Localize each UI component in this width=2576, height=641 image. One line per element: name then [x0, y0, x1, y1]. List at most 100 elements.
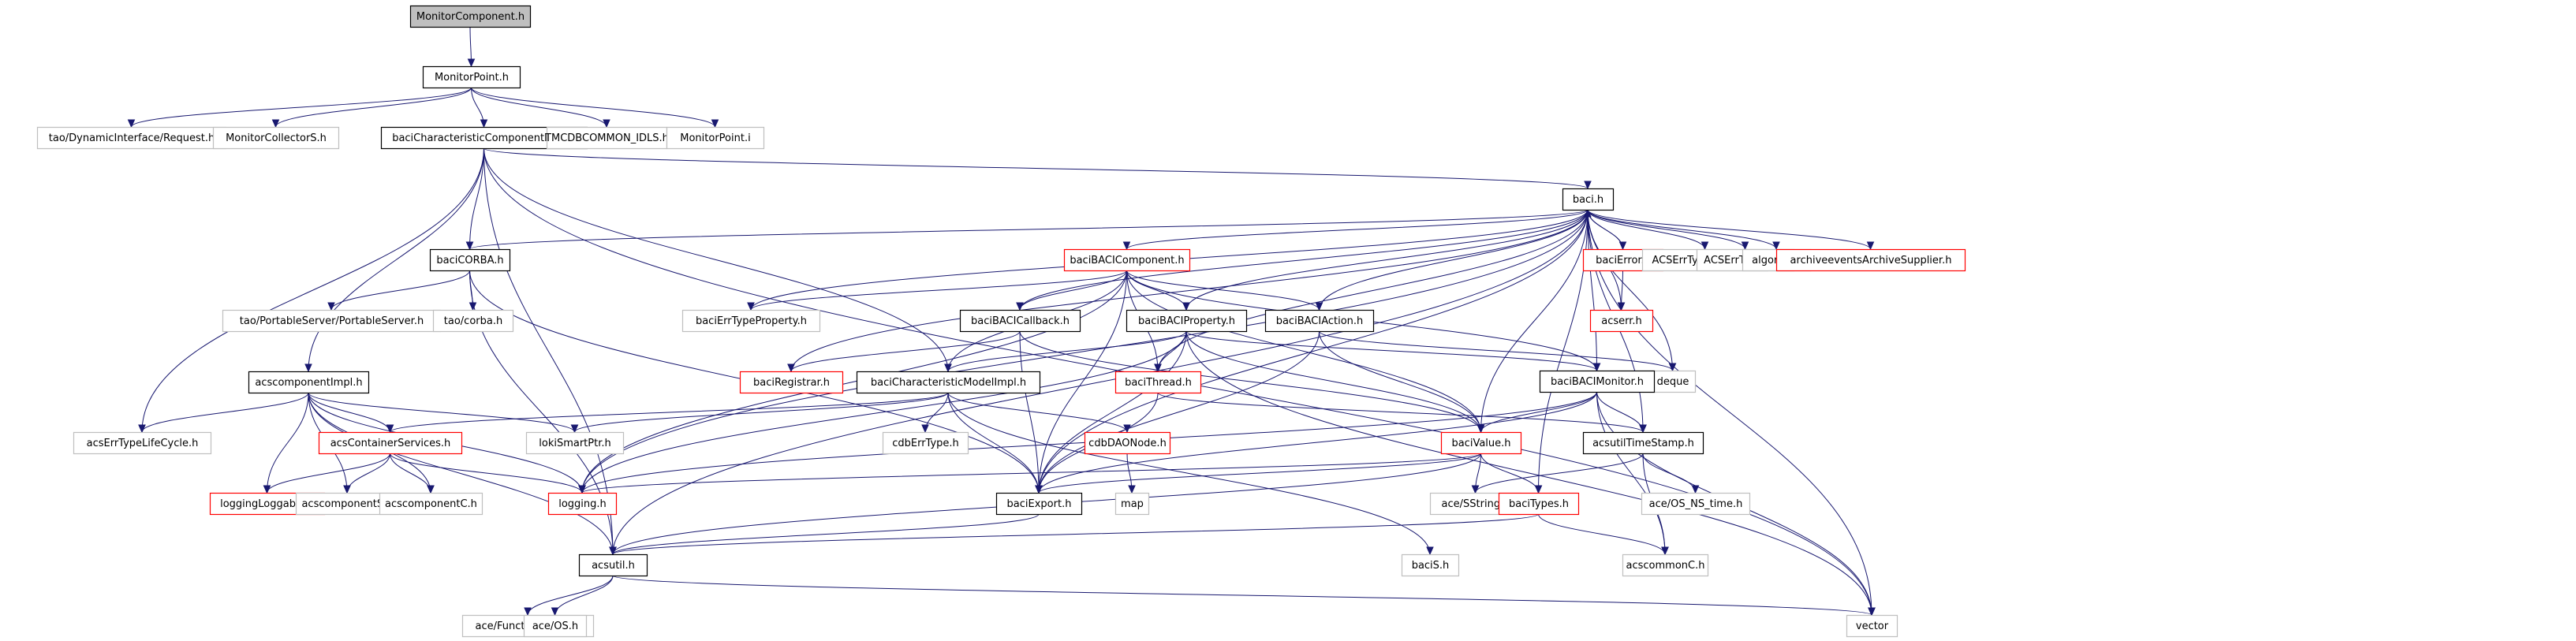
arrowhead-icon — [1035, 485, 1043, 494]
edge-acsutil-time-stamp-to-ace-sstring — [1475, 453, 1644, 494]
node-label: baciS.h — [1412, 560, 1450, 572]
node-acsutil-time-stamp[interactable]: acsutilTimeStamp.h — [1582, 431, 1704, 455]
node-box — [523, 614, 588, 638]
arrowhead-icon — [944, 363, 952, 373]
node-acs-container-services[interactable]: acsContainerServices.h — [318, 431, 463, 455]
edge-baci-char-comp-impl-to-acsutil — [483, 147, 614, 555]
arrowhead-icon — [1534, 485, 1543, 494]
edge-baci-value-to-logging — [581, 453, 1481, 494]
edge-baci-to-deque — [1587, 209, 1673, 371]
arrowhead-icon — [469, 302, 477, 311]
node-baci-bacimonitor[interactable]: baciBACIMonitor.h — [1539, 370, 1656, 393]
edge-baci-char-comp-impl-to-acs-err-type-life-cycle — [141, 147, 484, 433]
arrowhead-icon — [1182, 302, 1190, 311]
node-box — [666, 126, 765, 150]
arrowhead-icon — [465, 241, 474, 251]
edge-baci-to-acsutil — [612, 209, 1589, 555]
node-baci-registrar[interactable]: baciRegistrar.h — [739, 371, 844, 394]
node-label: acserr.h — [1601, 315, 1642, 327]
node-baci-bacicomponent[interactable]: baciBACIComponent.h — [1063, 248, 1191, 272]
edge-baci-bacicallback-to-baci-export — [1019, 330, 1040, 494]
edge-baci-to-baci-bacicallback — [1019, 209, 1589, 311]
node-monitor-component[interactable]: MonitorComponent.h — [409, 5, 532, 28]
arrowhead-icon — [570, 424, 579, 434]
arrowhead-icon — [127, 119, 136, 129]
edge-baci-types-to-acscommon-c — [1538, 513, 1666, 555]
edge-baci-baciproperty-to-vector — [1185, 330, 1872, 616]
node-label: acscomponentC.h — [385, 498, 477, 510]
node-box — [1063, 248, 1191, 272]
node-box — [1622, 553, 1709, 577]
node-acsutil[interactable]: acsutil.h — [578, 553, 648, 577]
edge-baci-bacicomponent-to-baci-err-type-property — [750, 270, 1127, 311]
node-label: baciCharacteristicComponentImpl.h — [392, 132, 577, 144]
node-baci-baciaction[interactable]: baciBACIAction.h — [1264, 309, 1375, 333]
node-box — [318, 431, 463, 455]
node-box — [995, 492, 1083, 516]
arrowhead-icon — [1741, 241, 1749, 251]
edge-baci-char-comp-impl-to-baci-char-model-impl — [483, 147, 949, 372]
node-cdb-err-type: cdbErrType.h — [882, 431, 969, 455]
node-baci-baciproperty[interactable]: baciBACIProperty.h — [1126, 309, 1248, 333]
edge-baci-to-baci-baciproperty — [1185, 209, 1589, 311]
arrowhead-icon — [427, 485, 435, 494]
node-cdb-daonode[interactable]: cdbDAONode.h — [1084, 431, 1171, 455]
node-label: ace/SString.h — [1442, 498, 1510, 510]
node-box — [1114, 371, 1202, 394]
edge-acs-container-services-to-acscomponent-c — [390, 453, 431, 494]
arrowhead-icon — [271, 119, 280, 129]
node-acserr[interactable]: acserr.h — [1589, 309, 1654, 333]
arrowhead-icon — [1315, 302, 1323, 311]
edge-baci-corba-to-tao-portable-server — [330, 270, 470, 311]
edge-baci-to-baci-registrar — [790, 209, 1589, 372]
node-label: baci.h — [1573, 194, 1603, 206]
edge-acs-container-services-to-logging-loggable — [267, 453, 390, 494]
arrowhead-icon — [1639, 424, 1647, 434]
edge-baci-bacicomponent-to-baci-bacicallback — [1019, 270, 1127, 311]
edge-monitor-point-to-monitor-point-i — [471, 87, 715, 128]
node-baci-export[interactable]: baciExport.h — [995, 492, 1083, 516]
node-baci-types[interactable]: baciTypes.h — [1498, 492, 1580, 516]
node-label: ace/OS_NS_time.h — [1649, 498, 1743, 510]
node-label: acscomponentImpl.h — [255, 377, 362, 389]
arrowhead-icon — [711, 119, 719, 129]
node-baci-bacicallback[interactable]: baciBACICallback.h — [959, 309, 1081, 333]
node-baci-char-model-impl[interactable]: baciCharacteristicModelImpl.h — [856, 371, 1041, 394]
arrowhead-icon — [1661, 546, 1669, 556]
edge-acscomponent-impl-to-acs-err-type-life-cycle — [141, 392, 309, 433]
node-label: cdbDAONode.h — [1088, 438, 1167, 449]
node-label: baciBACICallback.h — [971, 315, 1070, 327]
edge-baci-bacicomponent-to-logging — [581, 270, 1127, 494]
edge-baci-baciproperty-to-baci-char-model-impl — [947, 330, 1187, 372]
node-monitor-point[interactable]: MonitorPoint.h — [422, 65, 521, 89]
arrowhead-icon — [1701, 241, 1709, 251]
node-logging[interactable]: logging.h — [547, 492, 618, 516]
node-box — [1264, 309, 1375, 333]
edge-baci-bacicallback-to-baci-registrar — [790, 330, 1021, 372]
node-archive-supplier[interactable]: archiveeventsArchiveSupplier.h — [1775, 248, 1966, 272]
node-loki-smart-ptr: lokiSmartPtr.h — [525, 431, 625, 455]
edge-baci-bacimonitor-to-baci-value — [1480, 391, 1597, 433]
node-baci-corba[interactable]: baciCORBA.h — [429, 248, 511, 272]
node-map: map — [1114, 492, 1150, 516]
node-label: lokiSmartPtr.h — [539, 438, 611, 449]
node-box — [578, 553, 648, 577]
node-vector: vector — [1846, 614, 1898, 638]
arrowhead-icon — [1123, 424, 1131, 434]
node-acscomponent-impl[interactable]: acscomponentImpl.h — [248, 371, 370, 394]
edge-baci-baciproperty-to-baci-value — [1185, 330, 1481, 433]
node-baci-value[interactable]: baciValue.h — [1440, 431, 1522, 455]
node-label: baciErrTypeProperty.h — [696, 315, 807, 327]
arrowhead-icon — [1668, 363, 1677, 372]
node-box — [1641, 492, 1751, 516]
node-monitor-collector-s: MonitorCollectorS.h — [212, 126, 340, 150]
node-label: baciBACIComponent.h — [1070, 255, 1184, 266]
node-baci[interactable]: baci.h — [1562, 188, 1615, 211]
edge-baci-char-comp-impl-to-acscomponent-impl — [308, 147, 484, 372]
node-label: tao/PortableServer/PortableServer.h — [240, 315, 424, 327]
arrowhead-icon — [921, 424, 929, 434]
node-label: MonitorCollectorS.h — [226, 132, 327, 144]
node-baci-thread[interactable]: baciThread.h — [1114, 371, 1202, 394]
arrowhead-icon — [1772, 241, 1780, 251]
